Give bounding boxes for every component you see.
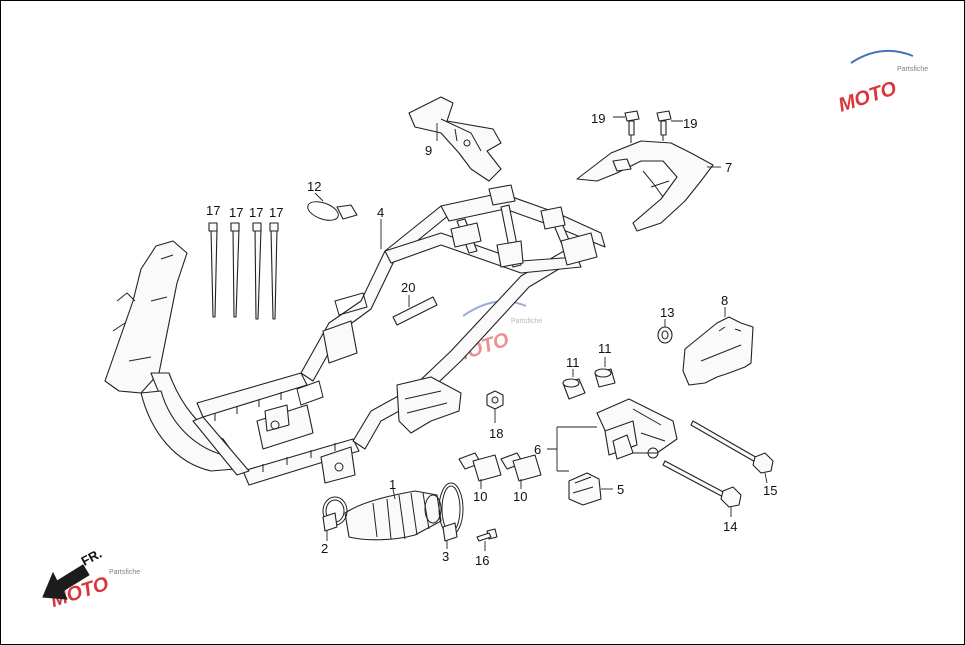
watermark-subtext: Partsfiche	[897, 66, 928, 73]
leader-line	[730, 472, 768, 517]
watermark-top-right: MOTO Partsfiche	[836, 49, 928, 117]
callout-10a: 10	[473, 489, 487, 504]
callout-3: 3	[442, 549, 449, 564]
part-3-band-clamp	[438, 482, 464, 542]
callout-18: 18	[489, 426, 503, 441]
watermark-subtext: Partsfiche	[511, 318, 542, 325]
part-12-clamp-clip	[307, 201, 358, 221]
watermark-subtext: Partsfiche	[109, 569, 140, 576]
part-20-plate	[392, 296, 438, 326]
part-14-15-long-bolts	[662, 420, 774, 508]
callout-19a: 19	[591, 111, 605, 126]
callout-13: 13	[660, 305, 674, 320]
leader-line	[572, 357, 606, 377]
leader-line	[547, 426, 597, 472]
callout-19b: 19	[683, 116, 697, 131]
callout-2: 2	[321, 541, 328, 556]
part-11-bushings	[562, 368, 616, 400]
part-19-bolts	[624, 110, 672, 136]
callout-17b: 17	[229, 205, 243, 220]
main-frame	[104, 184, 606, 486]
callout-7: 7	[725, 160, 732, 175]
callout-labels: 1 2 3 4 5 6 7 8 9 10 10 11 11 12 13 14 1…	[206, 111, 777, 568]
part-18-nut	[486, 390, 504, 410]
leader-line	[613, 116, 683, 122]
callout-17c: 17	[249, 205, 263, 220]
part-7-carrier	[576, 127, 714, 232]
part-10-spacers	[458, 452, 542, 482]
part-2-hose-clamp	[322, 496, 348, 532]
part-8-cover	[682, 316, 754, 386]
callout-1: 1	[389, 477, 396, 492]
callout-10b: 10	[513, 489, 527, 504]
callout-4: 4	[377, 205, 384, 220]
callout-20: 20	[401, 280, 415, 295]
callout-6: 6	[534, 442, 541, 457]
part-1-bellows-boot	[344, 490, 442, 541]
callout-17a: 17	[206, 203, 220, 218]
part-5-damper	[568, 472, 602, 506]
callout-11a: 11	[566, 355, 580, 370]
part-13-grommet	[657, 326, 673, 344]
part-17-cable-ties	[208, 222, 279, 320]
watermark-logo-text: MOTO	[836, 77, 900, 116]
callout-16: 16	[475, 553, 489, 568]
callout-12: 12	[307, 179, 321, 194]
leader-line	[392, 488, 396, 500]
leader-line	[480, 479, 522, 489]
part-16-screw	[476, 528, 498, 542]
callout-8: 8	[721, 293, 728, 308]
callout-11b: 11	[598, 341, 612, 356]
callout-14: 14	[723, 519, 737, 534]
callout-5: 5	[617, 482, 624, 497]
callout-9: 9	[425, 143, 432, 158]
callout-15: 15	[763, 483, 777, 498]
leader-line	[314, 192, 324, 202]
part-6-engine-hanger	[596, 398, 678, 460]
callout-17d: 17	[269, 205, 283, 220]
part-9-bracket	[408, 96, 502, 182]
